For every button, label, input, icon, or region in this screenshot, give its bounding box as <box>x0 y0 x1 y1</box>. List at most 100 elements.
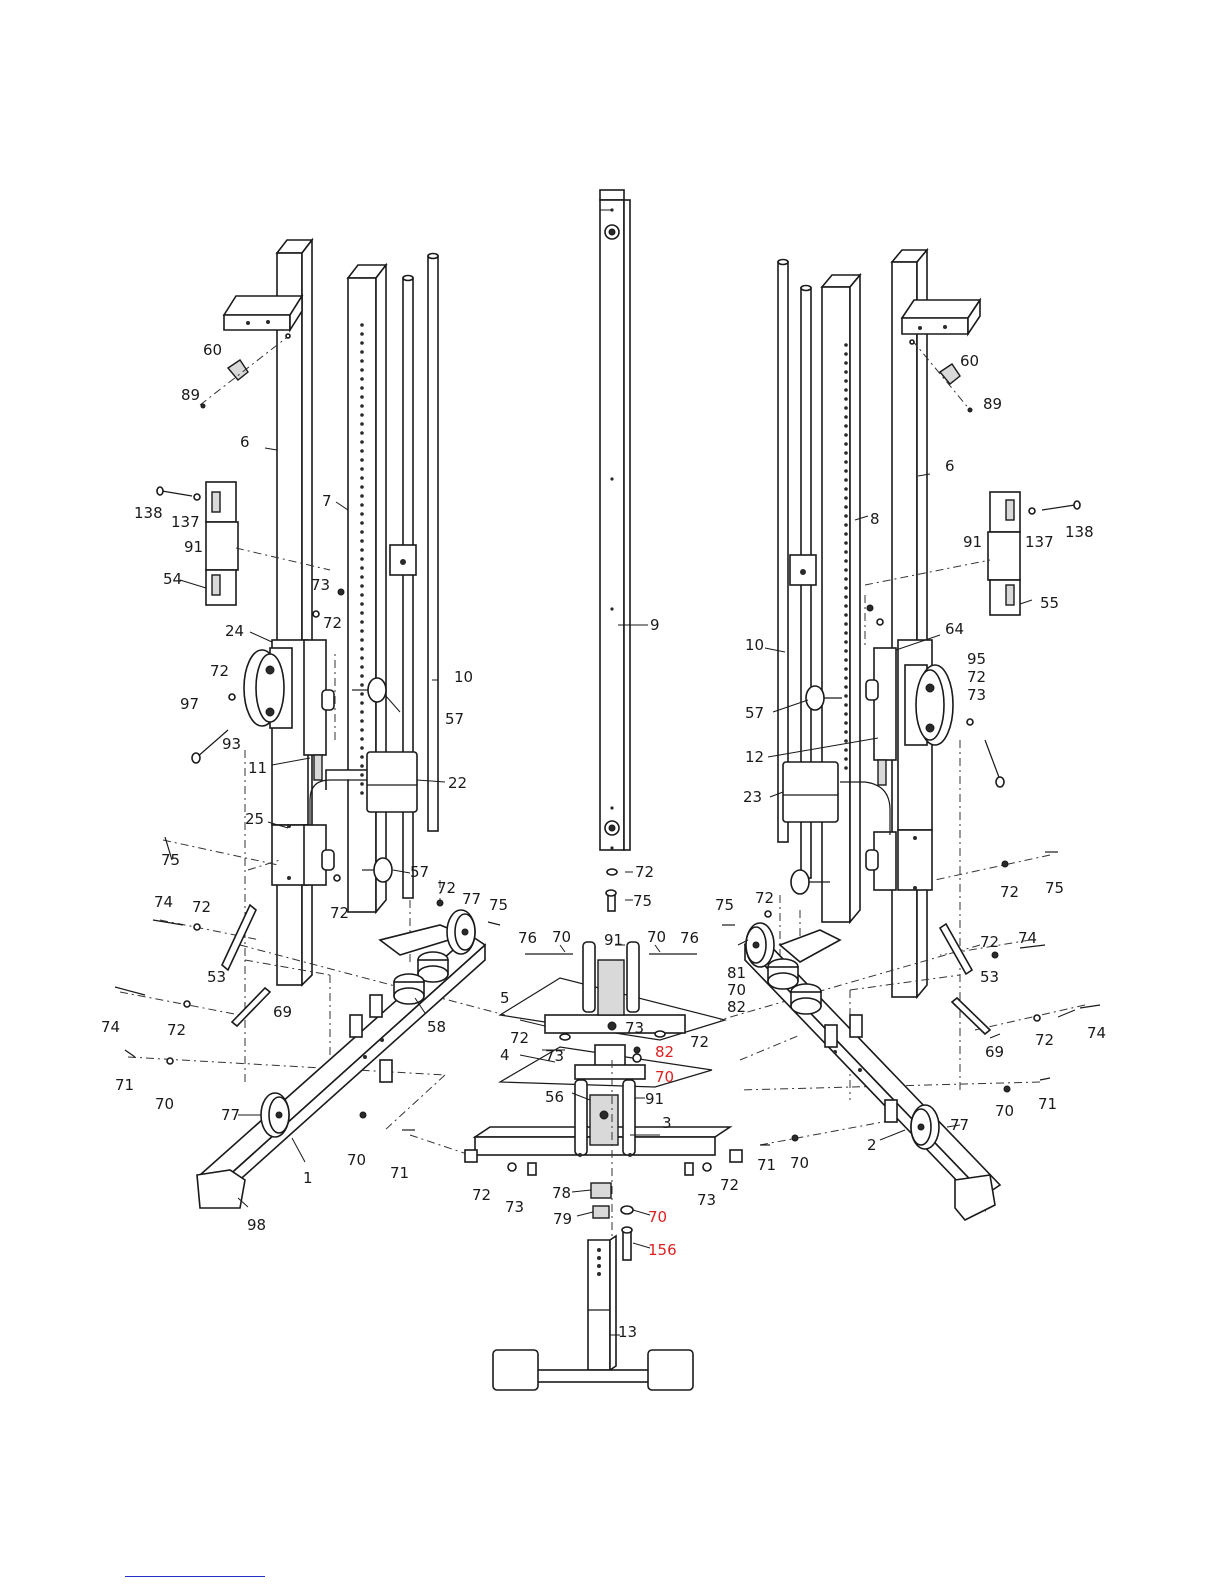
adjustment-hole <box>360 458 364 462</box>
right-pulley-assembly-95 <box>904 664 1005 788</box>
adjustment-hole <box>360 530 364 534</box>
callout-75-center: 75 <box>633 892 652 910</box>
adjustment-hole <box>844 352 848 356</box>
adjustment-hole <box>844 748 848 752</box>
adjustment-hole <box>844 523 848 527</box>
right-cable-hook-91 <box>864 491 1081 616</box>
callout-12: 12 <box>745 748 764 766</box>
callout-138-left: 138 <box>134 504 163 522</box>
callout-75-left: 75 <box>161 851 180 869</box>
adjustment-hole <box>844 604 848 608</box>
adjustment-hole <box>360 638 364 642</box>
adjustment-hole <box>360 746 364 750</box>
left-guide-bracket-60 <box>199 333 291 409</box>
right-pulley-77 <box>910 1104 940 1150</box>
callout-73-center-base-right: 73 <box>697 1191 716 1209</box>
left-channel-7 <box>346 262 388 915</box>
adjustment-hole <box>360 575 364 579</box>
right-guide-rods-10 <box>777 258 817 879</box>
callout-70-center-left: 70 <box>552 928 571 946</box>
adjustment-hole <box>360 404 364 408</box>
right-carriage-12 <box>865 647 897 891</box>
adjustment-hole <box>360 692 364 696</box>
left-carriage-11 <box>303 639 335 886</box>
left-rollers-58 <box>393 951 449 1005</box>
callout-75-left-rail: 75 <box>489 896 508 914</box>
callout-72-left-pulley: 72 <box>210 662 229 680</box>
right-plates-53-69 <box>938 922 992 1036</box>
callout-78: 78 <box>552 1184 571 1202</box>
callout-13: 13 <box>618 1323 637 1341</box>
callout-72-center: 72 <box>635 863 654 881</box>
callout-3: 3 <box>662 1114 672 1132</box>
callout-11: 11 <box>248 759 267 777</box>
adjustment-hole <box>360 737 364 741</box>
adjustment-hole <box>844 586 848 590</box>
callout-75-right: 75 <box>1045 879 1064 897</box>
callout-69-left: 69 <box>273 1003 292 1021</box>
callout-64: 64 <box>945 620 964 638</box>
callout-75-right-rail: 75 <box>715 896 734 914</box>
callout-7: 7 <box>322 492 332 510</box>
callout-60-right: 60 <box>960 352 979 370</box>
left-selector-knob-57a <box>352 677 387 703</box>
adjustment-hole <box>844 451 848 455</box>
adjustment-hole <box>844 757 848 761</box>
adjustment-hole <box>844 370 848 374</box>
adjustment-hole <box>844 712 848 716</box>
adjustment-hole <box>844 550 848 554</box>
callout-8: 8 <box>870 510 880 528</box>
callout-79: 79 <box>553 1210 572 1228</box>
adjustment-hole <box>360 413 364 417</box>
callout-82-right: 82 <box>727 998 746 1016</box>
adjustment-hole <box>844 496 848 500</box>
callout-70-center-bottom-red: 70 <box>648 1208 667 1226</box>
callout-2: 2 <box>867 1136 877 1154</box>
adjustment-hole <box>844 577 848 581</box>
adjustment-hole <box>360 431 364 435</box>
callout-53-left: 53 <box>207 968 226 986</box>
callout-1: 1 <box>303 1169 313 1187</box>
adjustment-hole <box>360 476 364 480</box>
callout-89-right: 89 <box>983 395 1002 413</box>
callout-71-left: 71 <box>115 1076 134 1094</box>
callout-72-right-pulley: 72 <box>967 668 986 686</box>
callout-74-left-upper: 74 <box>154 893 173 911</box>
adjustment-hole <box>844 703 848 707</box>
adjustment-hole <box>360 584 364 588</box>
adjustment-hole <box>360 386 364 390</box>
center-column-9 <box>599 189 631 912</box>
adjustment-hole <box>360 449 364 453</box>
adjustment-hole <box>844 541 848 545</box>
right-channel-adjustment-holes <box>844 343 848 770</box>
right-selector-knob-57a <box>805 685 842 711</box>
callout-22: 22 <box>448 774 467 792</box>
callout-137-right: 137 <box>1025 533 1054 551</box>
callout-91-right: 91 <box>963 533 982 551</box>
adjustment-hole <box>360 332 364 336</box>
right-guide-bracket-60 <box>909 339 973 413</box>
callout-60-left: 60 <box>203 341 222 359</box>
callout-71-right: 71 <box>1038 1095 1057 1113</box>
callout-70-left-rail: 70 <box>347 1151 366 1169</box>
callout-72-left-74: 72 <box>192 898 211 916</box>
callout-73-left-upper: 73 <box>311 576 330 594</box>
adjustment-hole <box>360 566 364 570</box>
callout-138-right: 138 <box>1065 523 1094 541</box>
adjustment-hole <box>844 388 848 392</box>
left-selector-knob-57b <box>362 857 393 883</box>
adjustment-hole <box>360 665 364 669</box>
adjustment-hole <box>360 512 364 516</box>
left-small-hardware <box>114 588 501 1131</box>
adjustment-hole <box>844 595 848 599</box>
adjustment-hole <box>360 440 364 444</box>
callout-98: 98 <box>247 1216 266 1234</box>
adjustment-hole <box>360 602 364 606</box>
callout-72-center-5-right: 72 <box>690 1033 709 1051</box>
adjustment-hole <box>844 721 848 725</box>
right-channel-8 <box>820 272 862 925</box>
callout-73-center-5-left: 73 <box>545 1047 564 1065</box>
callout-70-center-red: 70 <box>655 1068 674 1086</box>
callout-53-right: 53 <box>980 968 999 986</box>
